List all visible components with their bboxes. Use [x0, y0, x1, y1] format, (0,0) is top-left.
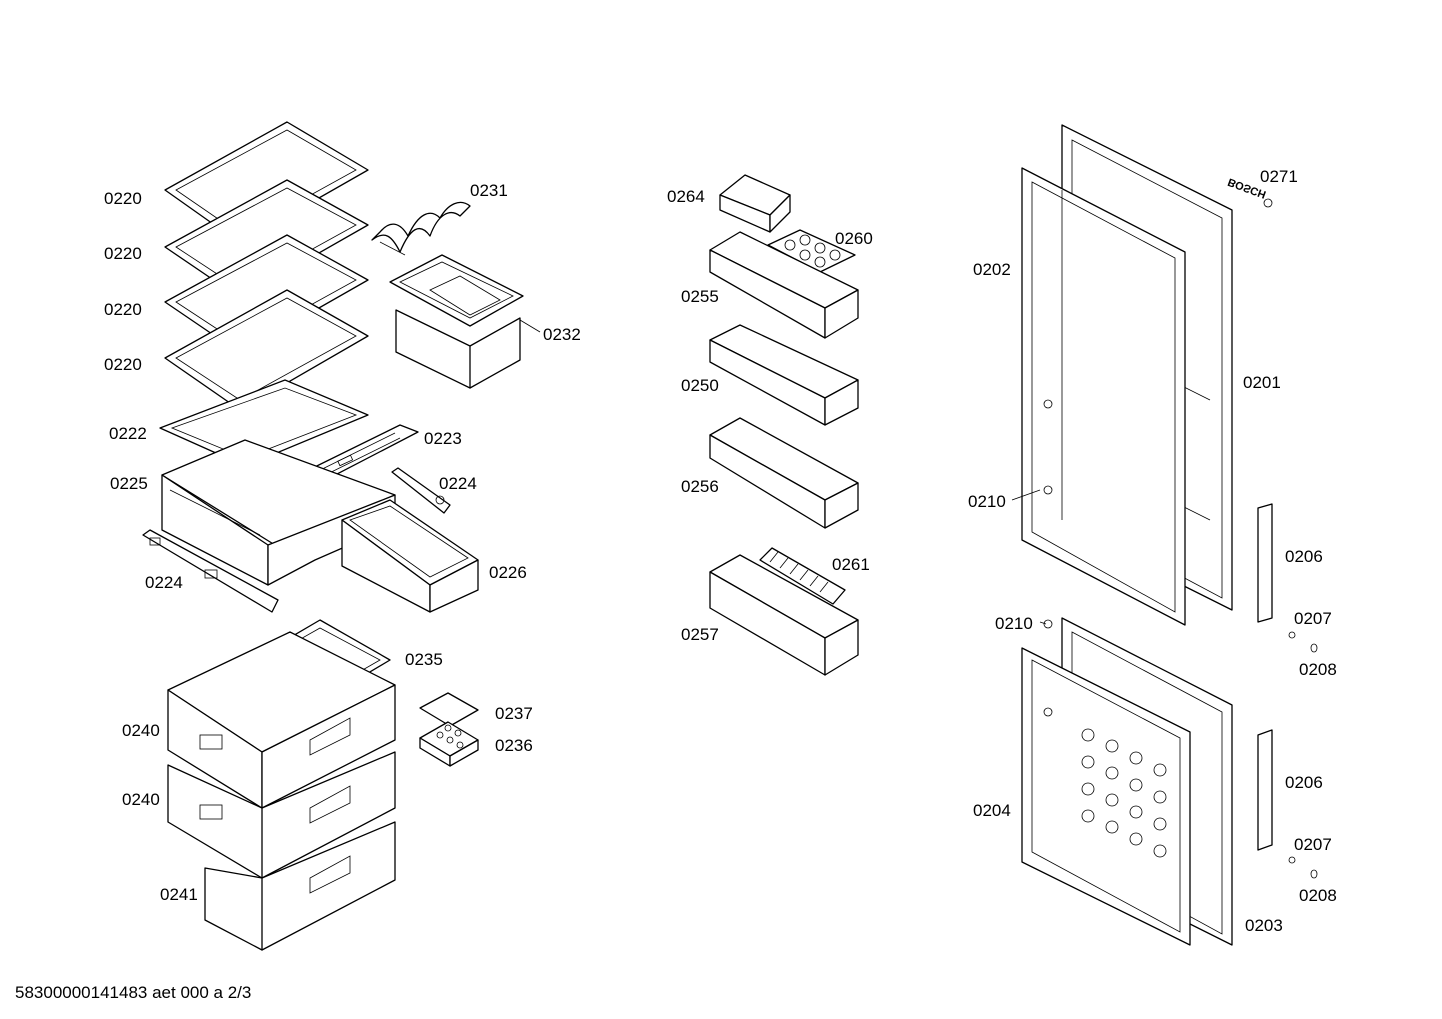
label-0207-1: 0207: [1294, 609, 1332, 628]
label-0222: 0222: [109, 424, 147, 443]
label-0261: 0261: [832, 555, 870, 574]
label-0224-left: 0224: [145, 573, 183, 592]
label-0202: 0202: [973, 260, 1011, 279]
label-0208-1: 0208: [1299, 660, 1337, 679]
hinge-0206-lower: [1257, 729, 1273, 851]
label-0220-2: 0220: [104, 244, 142, 263]
label-0236: 0236: [495, 736, 533, 755]
bottle-retainer-0261: [759, 547, 846, 605]
label-0206-2: 0206: [1285, 773, 1323, 792]
rail-0224-left: [142, 529, 279, 613]
washer-0208-upper: [1310, 643, 1318, 653]
glass-shelf-0220-4: [164, 289, 369, 411]
label-0210-2: 0210: [995, 614, 1033, 633]
label-0220-3: 0220: [104, 300, 142, 319]
washer-0208-lower: [1310, 869, 1318, 879]
label-0220-4: 0220: [104, 355, 142, 374]
door-shelf-0255: [709, 231, 859, 339]
door-gasket-0204: [1021, 647, 1191, 946]
label-0240-1: 0240: [122, 721, 160, 740]
bottle-holder-0231: [371, 201, 471, 256]
compartment-0232: [389, 254, 541, 389]
label-0235: 0235: [405, 650, 443, 669]
tray-0226: [341, 499, 479, 613]
pin-0210-upper: [1043, 485, 1053, 495]
label-0206-1: 0206: [1285, 547, 1323, 566]
label-0203: 0203: [1245, 916, 1283, 935]
butter-box-0264: [719, 174, 791, 233]
rail-0224-right: [391, 467, 451, 514]
logo-mark-0271: [1263, 198, 1273, 208]
screw-0207-lower: [1288, 856, 1296, 864]
label-0201: 0201: [1243, 373, 1281, 392]
label-0204: 0204: [973, 801, 1011, 820]
drawer-0240-2: [167, 751, 396, 879]
door-shelf-0256: [709, 417, 859, 529]
drawer-0240-1: [167, 631, 396, 809]
label-0208-2: 0208: [1299, 886, 1337, 905]
ice-tray-0236: [419, 721, 479, 767]
label-0264: 0264: [667, 187, 705, 206]
door-gasket-0202: [1021, 167, 1186, 626]
label-0210-1: 0210: [968, 492, 1006, 511]
label-0220-1: 0220: [104, 189, 142, 208]
label-0231: 0231: [470, 181, 508, 200]
pin-0210-lower: [1043, 619, 1053, 629]
label-0225: 0225: [110, 474, 148, 493]
label-0256: 0256: [681, 477, 719, 496]
hinge-0206-upper: [1257, 503, 1273, 623]
label-0255: 0255: [681, 287, 719, 306]
label-0232: 0232: [543, 325, 581, 344]
document-footer-code: 58300000141483 aet 000 a 2/3: [15, 983, 252, 1002]
label-0260: 0260: [835, 229, 873, 248]
label-0237: 0237: [495, 704, 533, 723]
pin-fridge-mid: [1043, 399, 1053, 409]
drawer-0241: [204, 821, 396, 951]
label-0223: 0223: [424, 429, 462, 448]
screw-0207-upper: [1288, 631, 1296, 639]
label-0257: 0257: [681, 625, 719, 644]
label-0250: 0250: [681, 376, 719, 395]
label-0241: 0241: [160, 885, 198, 904]
door-shelf-0250: [709, 324, 859, 426]
pin-freezer: [1043, 707, 1053, 717]
label-0240-2: 0240: [122, 790, 160, 809]
label-0224-right: 0224: [439, 474, 477, 493]
label-0226: 0226: [489, 563, 527, 582]
label-0271: 0271: [1260, 167, 1298, 186]
cover-0237: [419, 692, 479, 727]
bottle-shelf-0257: [709, 554, 859, 676]
label-0207-2: 0207: [1294, 835, 1332, 854]
